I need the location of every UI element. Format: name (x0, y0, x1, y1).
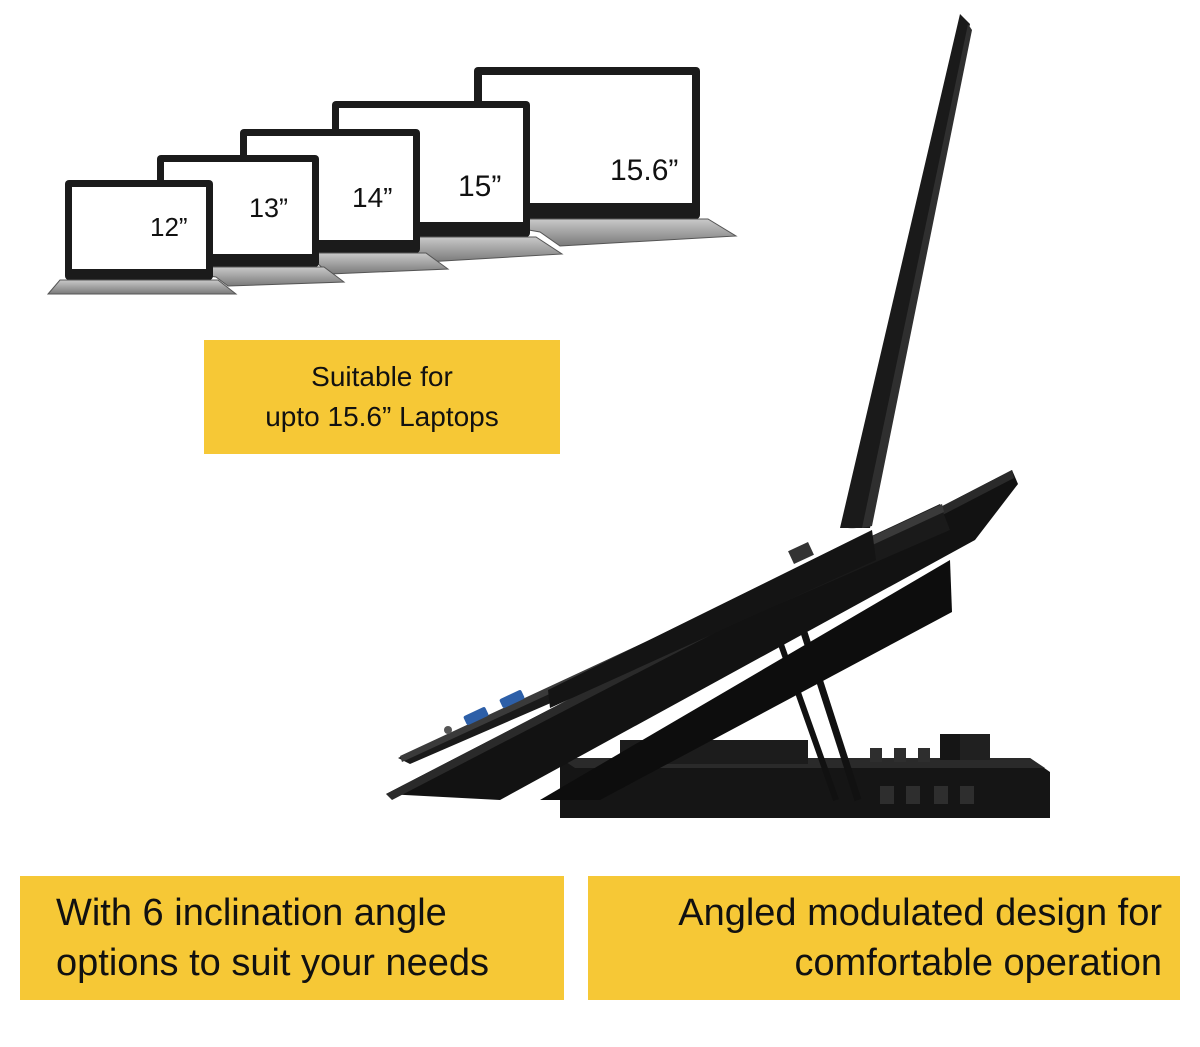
compatibility-line-2: upto 15.6” Laptops (265, 401, 499, 432)
laptop-stand-icon (386, 14, 1050, 818)
laptop-size-label: 15.6” (610, 154, 678, 187)
laptop-size-label: 12” (150, 212, 188, 242)
inclination-line-2: options to suit your needs (56, 942, 490, 984)
design-line-2: comfortable operation (794, 942, 1162, 984)
laptop-size-label: 14” (352, 182, 392, 213)
inclination-line-1: With 6 inclination angle (56, 892, 447, 934)
design-line-1: Angled modulated design for (678, 892, 1162, 934)
compatibility-callout: Suitable for upto 15.6” Laptops (204, 340, 560, 454)
laptop-size-label: 13” (249, 193, 288, 223)
laptop-size-label: 15” (458, 170, 501, 203)
compatibility-line-1: Suitable for (311, 361, 453, 392)
laptop-icon-12: 12” (46, 180, 238, 295)
laptop-lineup: 15.6” 15” 14” 13” 12” (46, 67, 738, 295)
inclination-callout: With 6 inclination angle options to suit… (20, 876, 564, 1000)
design-callout: Angled modulated design for comfortable … (588, 876, 1180, 1000)
